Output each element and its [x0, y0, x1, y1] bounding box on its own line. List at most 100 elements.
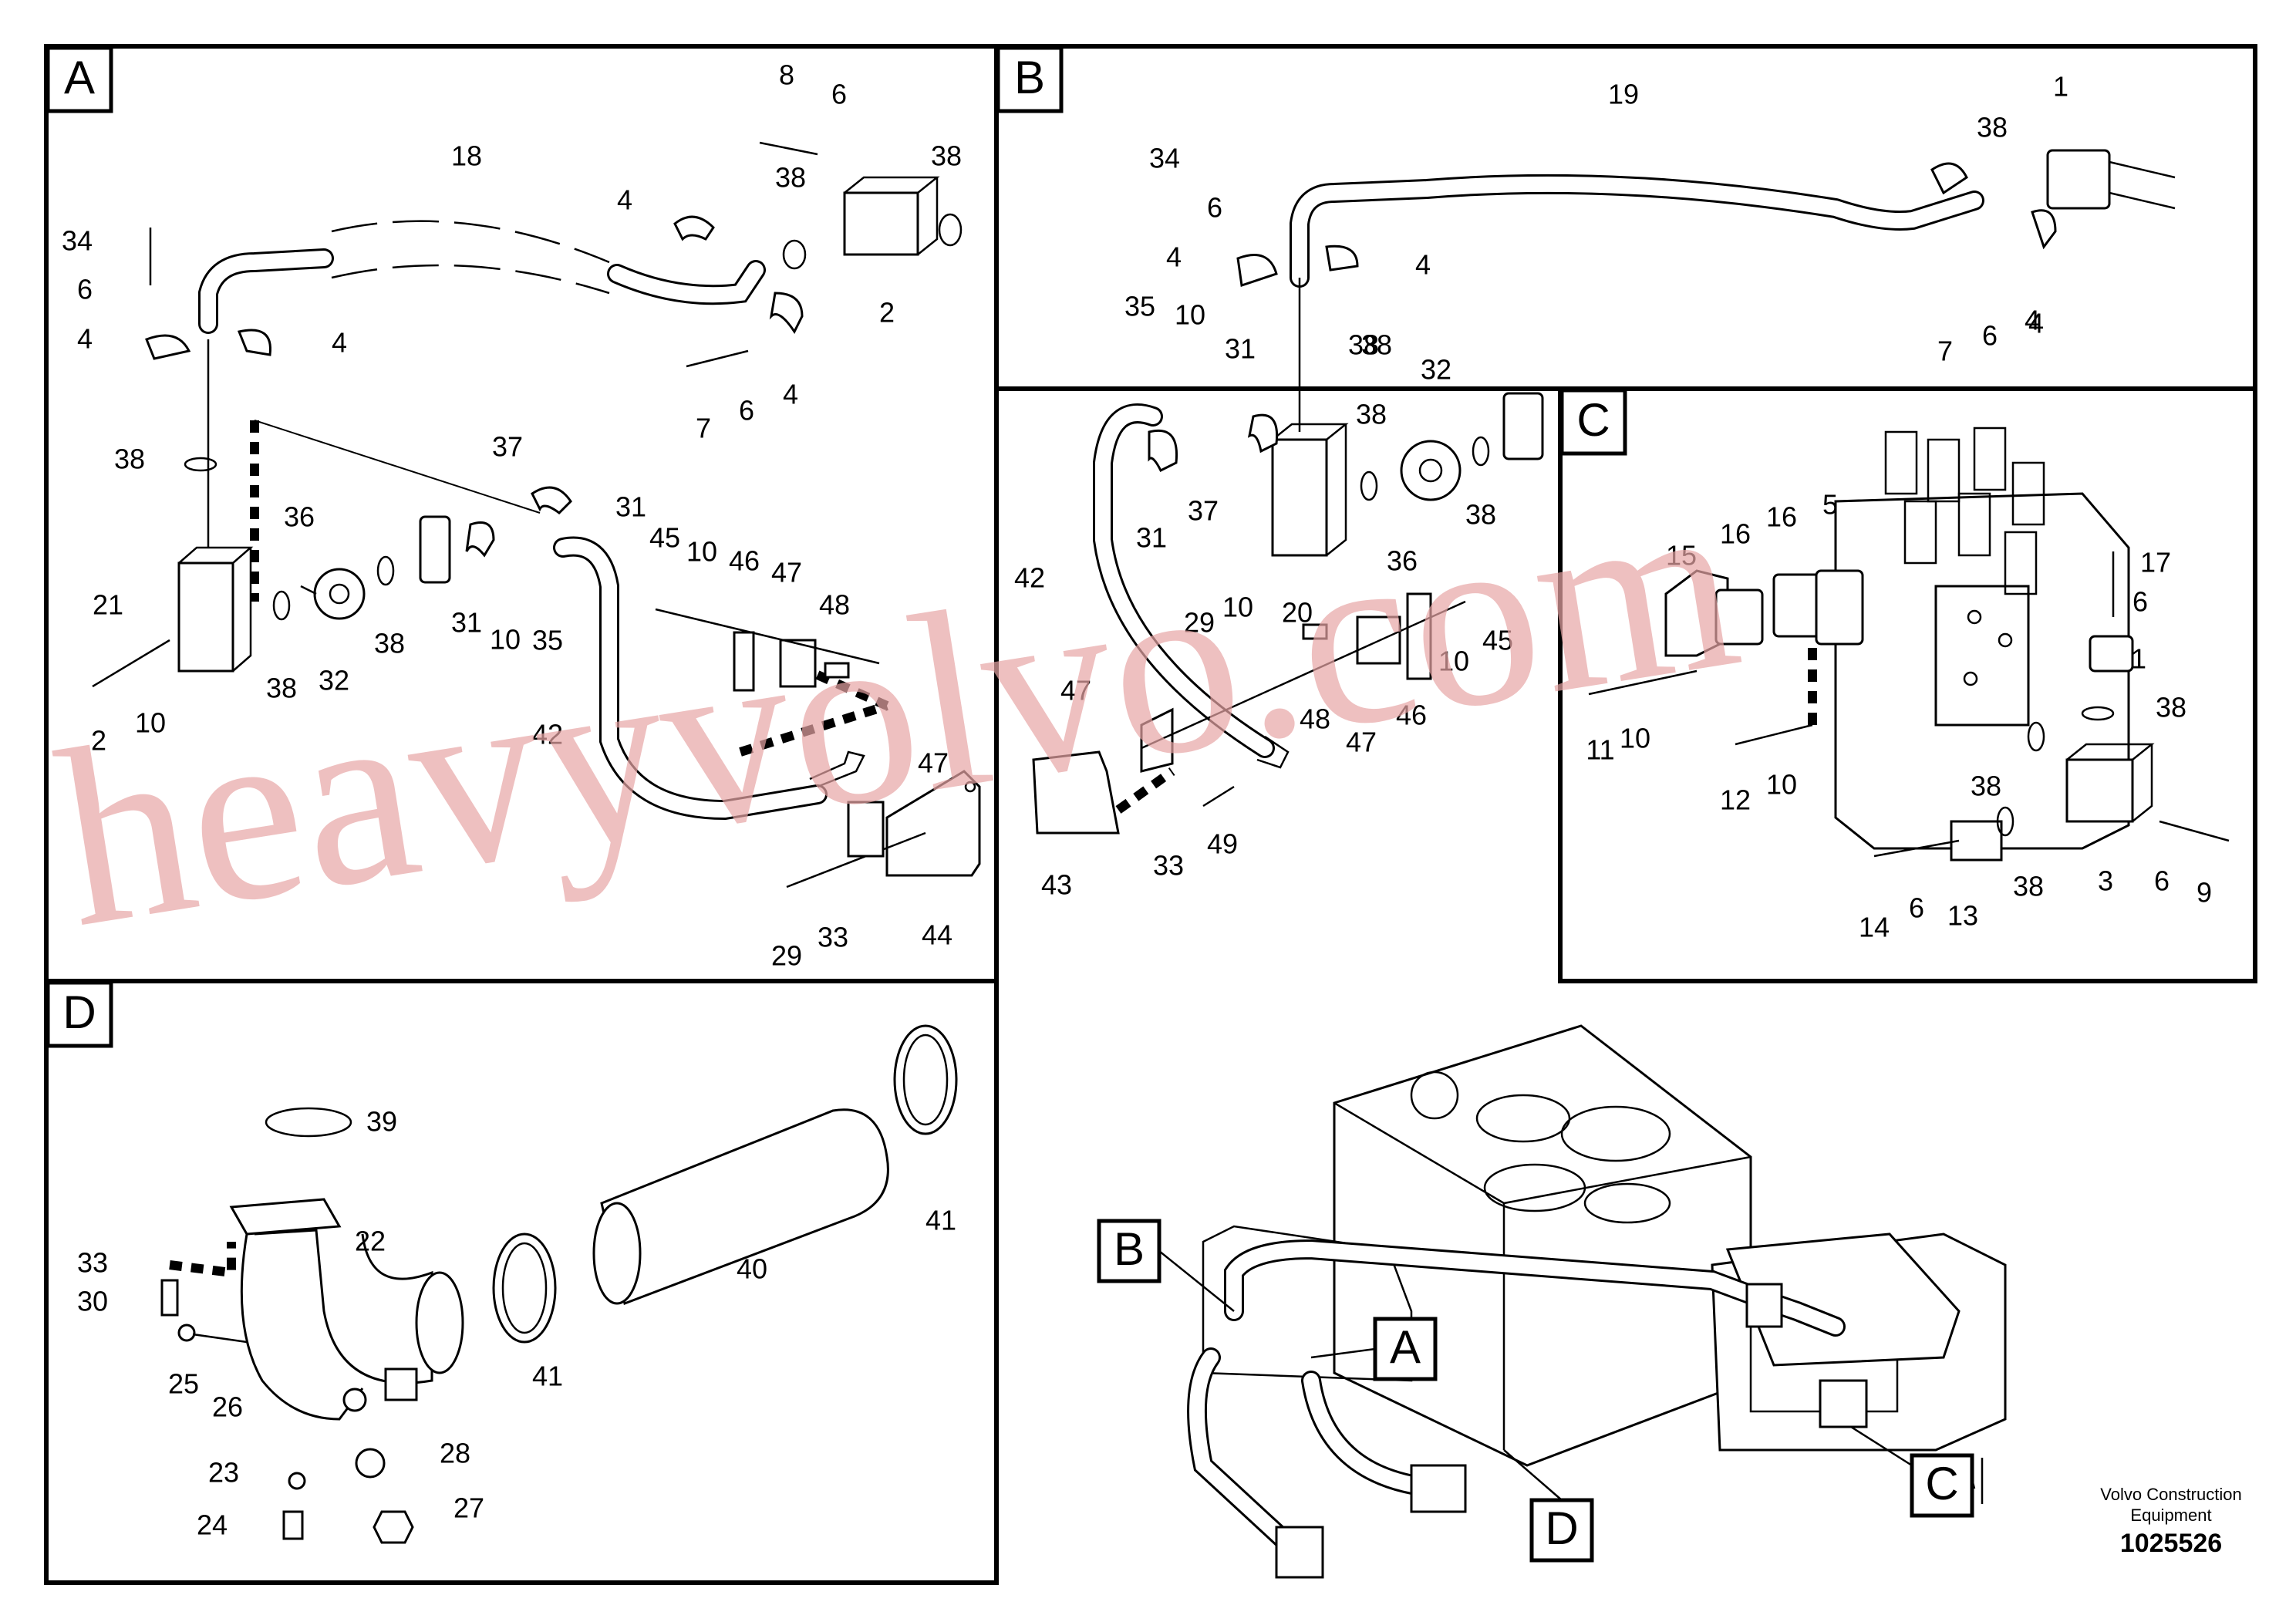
part-number-label: 38: [1348, 329, 1379, 361]
part-number-label: 23: [208, 1457, 239, 1489]
part-number-label: 6: [831, 79, 847, 110]
part-number-label: 29: [1184, 607, 1215, 639]
callout-d: D: [1503, 1449, 1594, 1563]
part-number-label: 45: [649, 522, 680, 554]
part-number-label: 4: [783, 379, 798, 410]
part-number-label: 16: [1766, 501, 1797, 533]
part-number-label: 10: [1175, 299, 1205, 331]
overview-drawing: [1187, 1024, 2007, 1579]
section-b-tag: B: [996, 46, 1064, 113]
part-number-label: 37: [492, 431, 523, 463]
part-number-label: 21: [93, 589, 123, 621]
part-number-label: 6: [739, 395, 754, 427]
part-number-label: 4: [617, 184, 632, 216]
part-number-label: 6: [2154, 865, 2170, 897]
part-number-label: 13: [1947, 900, 1978, 932]
part-number-label: 5: [1822, 489, 1838, 521]
part-number-label: 19: [1608, 79, 1639, 110]
section-c-tag: C: [1559, 388, 1627, 456]
part-number-label: 6: [2132, 586, 2148, 618]
callout-c-letter: C: [1925, 1458, 1958, 1509]
part-number-label: 32: [1421, 354, 1451, 386]
callout-a-letter: A: [1390, 1321, 1421, 1373]
callout-b: B: [1097, 1219, 1235, 1312]
part-number-label: 6: [1909, 892, 1924, 924]
part-number-label: 22: [355, 1226, 386, 1257]
part-number-label: 46: [1396, 700, 1427, 731]
part-number-label: 24: [197, 1509, 228, 1541]
panel-a-drawing: [92, 141, 981, 889]
section-c-letter: C: [1576, 394, 1610, 446]
section-d-letter: D: [62, 986, 96, 1038]
part-number-label: 1: [2131, 643, 2146, 675]
part-number-label: 26: [212, 1391, 243, 1423]
part-number-label: 34: [1149, 143, 1180, 174]
brand-line-2: Equipment: [2130, 1506, 2211, 1525]
part-number-label: 7: [1937, 336, 1953, 367]
part-number-label: 10: [1620, 723, 1650, 754]
part-number-label: 42: [532, 719, 563, 750]
section-a-letter: A: [64, 52, 95, 103]
part-number-label: 3: [2098, 865, 2113, 897]
part-number-label: 10: [135, 707, 166, 739]
panel-d-frame: [44, 979, 999, 1585]
part-number-label: 8: [779, 59, 794, 91]
panel-c-frame: [1558, 386, 2257, 983]
part-number-label: 36: [284, 501, 315, 533]
part-number-label: 38: [2156, 692, 2186, 723]
part-number-label: 32: [319, 665, 349, 696]
part-number-label: 34: [62, 225, 93, 257]
part-number-label: 1: [2053, 71, 2068, 103]
part-number-label: 29: [771, 940, 802, 972]
part-number-label: 38: [1465, 499, 1496, 531]
section-a-tag: A: [46, 46, 113, 113]
brand-line-1: Volvo Construction: [2100, 1485, 2241, 1504]
part-number-label: 47: [1346, 727, 1377, 758]
part-number-label: 33: [1153, 850, 1184, 882]
part-number-label: 12: [1720, 784, 1751, 816]
part-number-label: 38: [1977, 112, 2008, 143]
part-number-label: 48: [819, 589, 850, 621]
part-number-label: 10: [686, 536, 717, 568]
part-number-label: 6: [1982, 320, 1998, 352]
part-number-label: 15: [1666, 540, 1697, 572]
part-number-label: 2: [879, 297, 895, 329]
part-number-label: 35: [1124, 291, 1155, 322]
part-number-label: 38: [1356, 399, 1387, 430]
part-number-label: 4: [2028, 308, 2044, 339]
part-number-label: 40: [737, 1253, 767, 1285]
part-number-label: 17: [2140, 547, 2171, 578]
part-number-label: 6: [1207, 192, 1222, 224]
callout-d-letter: D: [1545, 1502, 1578, 1554]
part-number-label: 10: [1766, 769, 1797, 801]
part-number-label: 38: [1971, 771, 2001, 802]
part-number-label: 38: [114, 443, 145, 475]
panel-c-drawing: [1588, 427, 2230, 862]
part-number-label: 37: [1188, 495, 1219, 527]
part-number-label: 4: [77, 323, 93, 355]
panel-b-drawing: [1032, 149, 2176, 835]
part-number-label: 38: [374, 628, 405, 659]
part-number-label: 47: [771, 557, 802, 588]
part-number-label: 31: [451, 607, 482, 639]
part-number-label: 44: [922, 919, 952, 951]
part-number-label: 10: [490, 624, 521, 656]
part-number-label: 4: [1166, 241, 1182, 273]
part-number-label: 11: [1586, 734, 1614, 766]
part-number-label: 33: [818, 922, 848, 953]
part-number-label: 38: [2013, 871, 2044, 902]
part-number-label: 41: [925, 1205, 956, 1236]
callout-c: C: [1850, 1425, 1974, 1518]
part-number-label: 14: [1859, 912, 1890, 943]
part-number-label: 4: [1415, 249, 1431, 281]
part-number-label: 36: [1387, 545, 1418, 577]
part-number-label: 10: [1438, 646, 1469, 677]
part-number-label: 38: [775, 162, 806, 194]
part-number-label: 38: [931, 140, 962, 172]
part-number-label: 39: [366, 1106, 397, 1138]
part-number-label: 2: [91, 725, 106, 757]
section-d-tag: D: [46, 980, 113, 1048]
part-number-label: 43: [1041, 869, 1072, 901]
